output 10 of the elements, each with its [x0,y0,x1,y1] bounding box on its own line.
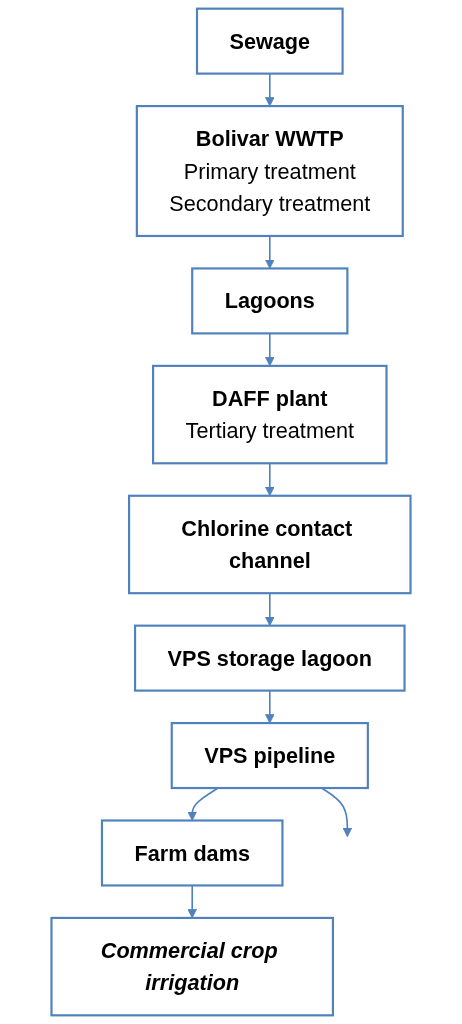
node-box: Bolivar WWTP Primary treatment Secondary treatment [135,105,404,238]
node-box: Farm dams [100,819,284,887]
node-box: Commercial crop irrigation [50,916,334,1017]
node-box: VPS storage lagoon [134,624,406,692]
node-box: Sewage [195,7,344,75]
node-box: DAFF plant Tertiary treatment [152,364,388,465]
node-box: Chlorine contact channel [128,494,412,595]
arrow [265,235,275,269]
node-box: Lagoons [191,267,349,335]
node-box: VPS pipeline [170,722,369,790]
